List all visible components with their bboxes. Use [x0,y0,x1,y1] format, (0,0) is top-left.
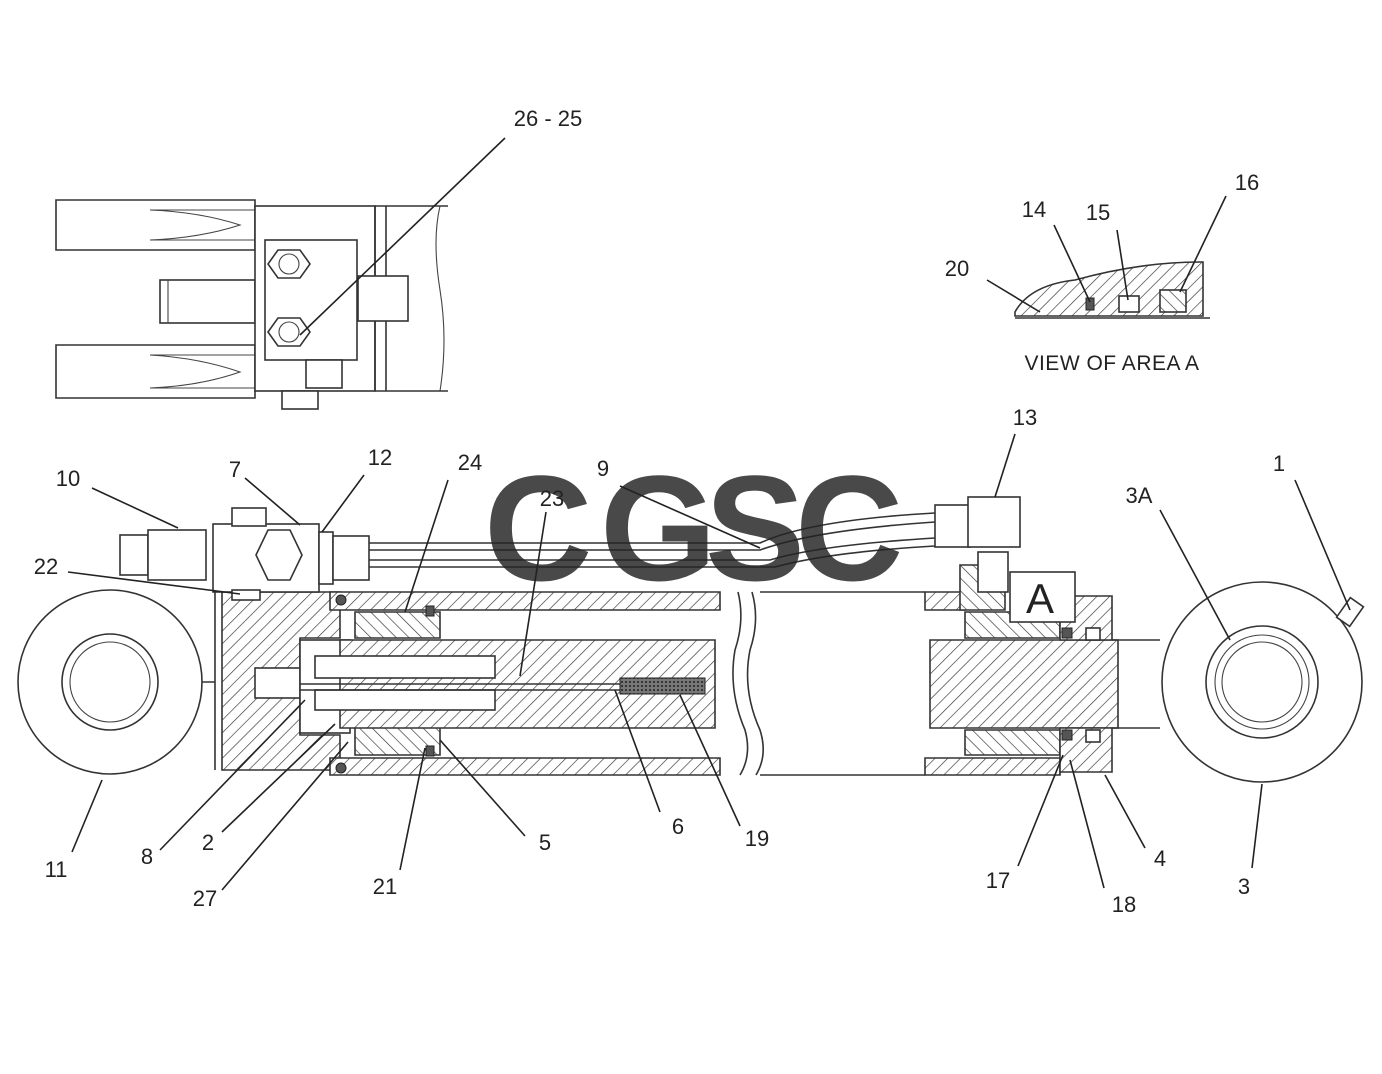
callout-16: 16 [1235,170,1259,195]
callout-3a: 3A [1126,483,1153,508]
callout-4: 4 [1154,846,1166,871]
callout-3: 3 [1238,874,1250,899]
callout-23: 23 [540,486,564,511]
callout-27: 27 [193,886,217,911]
callout-14: 14 [1022,197,1046,222]
callout-22: 22 [34,554,58,579]
callout-13: 13 [1013,405,1037,430]
callout-labels: 26 - 25 16 14 15 20 13 1 3A 10 7 12 24 9… [34,106,1285,917]
callout-24: 24 [458,450,482,475]
callout-17: 17 [986,868,1010,893]
area-a-detail-view [1014,261,1210,319]
watermark-letter-1: C [484,444,592,612]
watermark-letter-2: G [600,444,717,612]
callout-1: 1 [1273,451,1285,476]
callout-5: 5 [539,830,551,855]
callout-6: 6 [672,814,684,839]
callout-2: 2 [202,830,214,855]
callout-12: 12 [368,445,392,470]
area-a-marker: A [1026,575,1054,622]
callout-11: 11 [45,857,68,882]
callout-20: 20 [945,256,969,281]
line-and-valve-assembly [119,496,1021,601]
callout-21: 21 [373,874,397,899]
head-end-detail-view [55,199,448,410]
callout-18: 18 [1112,892,1136,917]
callout-8: 8 [141,844,153,869]
watermark-letter-3: S [705,444,805,612]
area-a-caption: VIEW OF AREA A [1024,352,1199,375]
leader-lines [67,137,1351,891]
callout-26-25: 26 - 25 [514,106,583,131]
cylinder-main-view: A [17,551,1365,783]
callout-7: 7 [229,457,241,482]
callout-10: 10 [56,466,80,491]
callout-15: 15 [1086,200,1110,225]
callout-9: 9 [597,456,609,481]
watermark-letter-4: C [795,444,903,612]
watermark: C G S C [484,444,903,612]
callout-19: 19 [745,826,769,851]
